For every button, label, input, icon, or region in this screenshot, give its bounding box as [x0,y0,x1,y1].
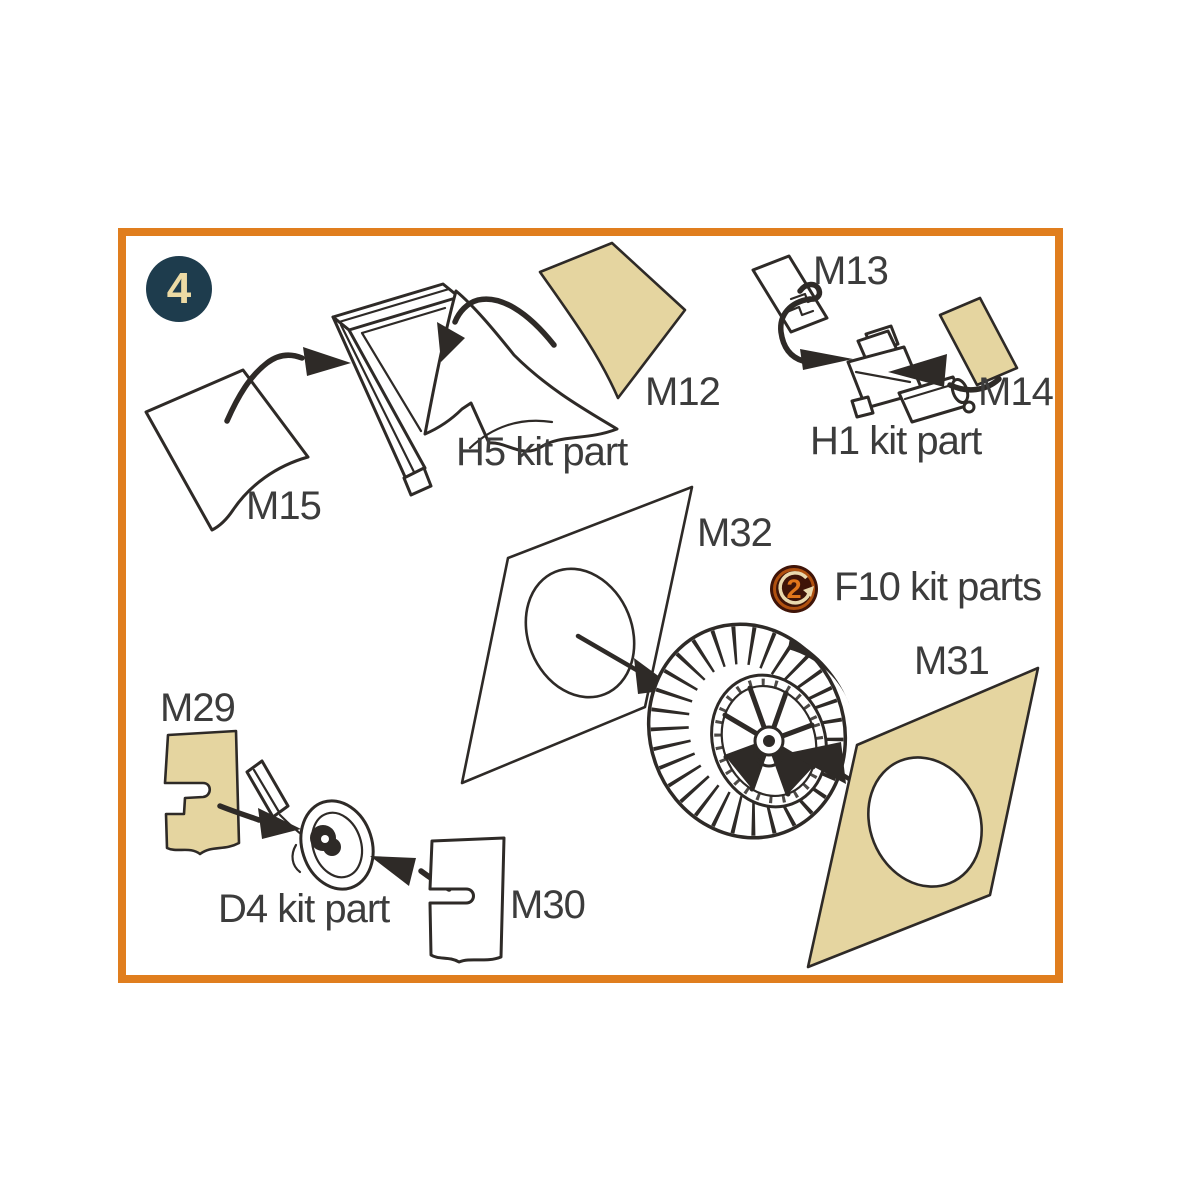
arrow-m29-to-d4 [217,803,301,839]
m29-mask-drawing [163,729,241,856]
arrow-m13-to-h1 [778,281,853,370]
repeat-arrow-icon [778,571,812,605]
part-label-m29: M29 [160,686,236,730]
m32-hole [524,567,636,699]
m14-mask [938,296,1019,387]
part-label-m32: M32 [697,511,773,555]
h5-windscreen-drawing [331,282,619,497]
arrow-m14-to-h1 [888,354,1002,393]
part-label-h5-kit-part: H5 kit part [456,430,628,474]
part-label-m15: M15 [246,484,322,528]
m30-mask-drawing [428,836,506,964]
quantity-icon: 2 [768,563,820,615]
part-label-m14: M14 [978,370,1054,414]
m31-hole [867,756,983,888]
part-label-m13: M13 [813,249,889,293]
quantity-value: 2 [786,574,801,604]
part-label-m12: M12 [645,370,721,414]
part-label-f10-kit-parts: F10 kit parts [834,565,1042,609]
m31-mask-drawing [806,666,1040,969]
arrow-m12-to-h5 [437,296,557,362]
h1-gunsight-drawing [846,324,976,424]
part-label-m30: M30 [510,883,586,927]
step-number: 4 [166,264,192,313]
d4-tailwheel-drawing [245,759,375,891]
part-label-m31: M31 [914,639,990,683]
part-label-h1-kit-part: H1 kit part [810,419,982,463]
m12-mask [538,241,687,400]
part-label-d4-kit-part: D4 kit part [218,887,390,931]
m15-mask-drawing [144,368,310,532]
step-number-badge: 4 [146,256,212,322]
arrow-m15-to-h5 [224,347,351,424]
